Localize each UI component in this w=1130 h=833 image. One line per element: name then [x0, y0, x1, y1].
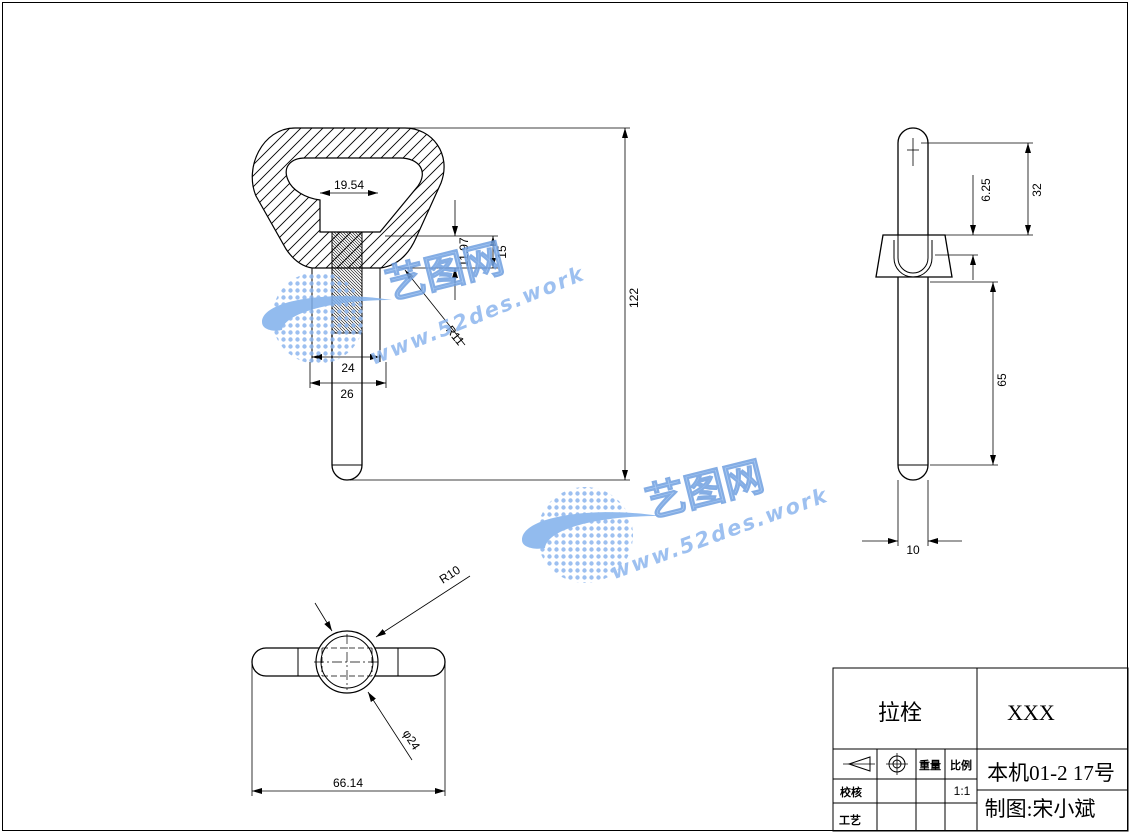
- drawn-by: 制图:宋小斌: [985, 797, 1096, 821]
- top-view: R10 φ24 66.14: [251, 563, 471, 796]
- dim-slot-width: 19.54: [334, 178, 364, 192]
- dim-neck-height: 11.97: [457, 237, 471, 266]
- check-label: 校核: [840, 785, 862, 799]
- dim-outer-width: 26: [340, 387, 354, 401]
- scale-label: 比例: [950, 758, 972, 772]
- leader-fillet-radius: [404, 269, 466, 346]
- projection-cone-icon: [843, 756, 875, 772]
- projection-circle-icon: [886, 753, 908, 775]
- globe-logo-icon: [262, 272, 392, 364]
- leader-diameter-a: [314, 602, 333, 632]
- collar-outline: [875, 234, 953, 278]
- dim-rod-length: 65: [995, 373, 1009, 387]
- pin-seat-inner: [897, 235, 929, 274]
- process-label: 工艺: [839, 813, 861, 827]
- dim-total-height: 122: [627, 288, 641, 308]
- leader-radius: [375, 575, 471, 638]
- leader-diameter-b: [367, 691, 413, 761]
- dim-diameter: φ24: [400, 727, 423, 753]
- side-view: 32 6.25 65 10: [862, 127, 1044, 557]
- drawing-number: 本机01-2 17号: [987, 761, 1115, 785]
- weight-label: 重量: [919, 758, 941, 772]
- rod-outline: [331, 333, 363, 481]
- dim-collar: 6.25: [979, 178, 993, 202]
- dim-neck-step: 15: [495, 245, 509, 259]
- part-name: 拉栓: [878, 700, 922, 725]
- side-rod-outline: [897, 277, 929, 481]
- dim-rod-width: 10: [906, 543, 920, 557]
- watermark-2: 艺图网 www.52des.work: [522, 453, 832, 584]
- dim-length: 66.14: [333, 776, 363, 790]
- globe-logo-icon: [522, 487, 660, 583]
- pin-seat-outer: [893, 240, 933, 278]
- part-code: XXX: [1007, 700, 1055, 725]
- title-block: 拉栓 XXX 重量 比例 本机01-2 17号 校核 1:1 制图:宋小斌 工艺: [832, 667, 1129, 832]
- dim-inner-width: 24: [341, 361, 355, 375]
- pin-top-outline: [897, 127, 929, 235]
- scale-value: 1:1: [954, 784, 971, 798]
- dim-pin-top: 32: [1030, 183, 1044, 197]
